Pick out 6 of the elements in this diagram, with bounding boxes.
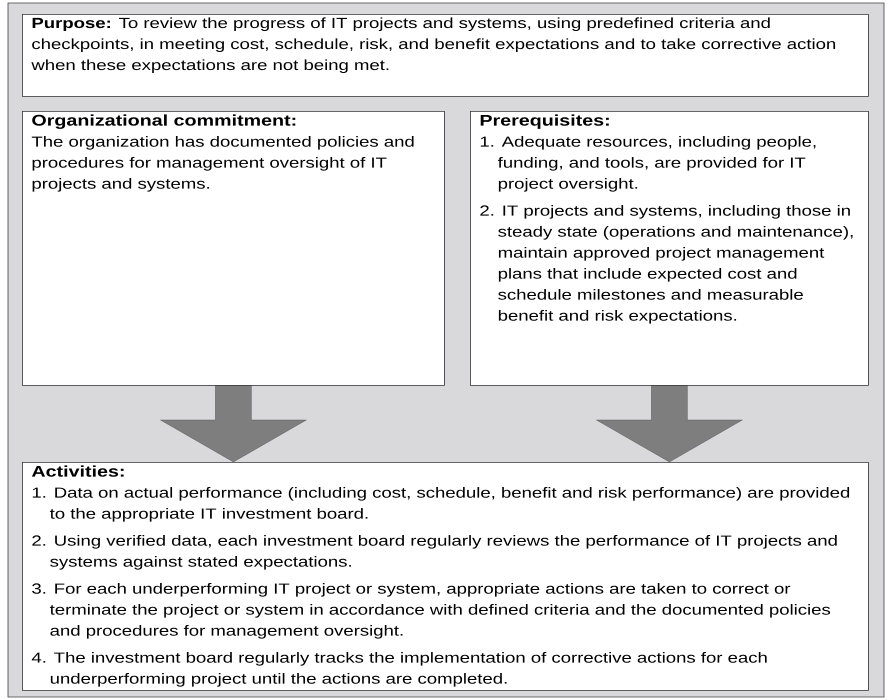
- commitment-box: Organizational commitment: The organization has documented policies and procedures for management oversight of IT projects and systems.: [22, 111, 445, 386]
- purpose-box: Purpose: To review the progress of IT projects and systems, using predefined criteria and checkpoints, in meeting cost, schedule, risk, and benefit expectations and to take corrective action when these expectations are not being met.: [22, 14, 869, 97]
- block-arrow: [596, 386, 743, 462]
- activities-box: Activities: 1. Data on actual performance (including cost, schedule, benefit and risk performance) are provided to the appropriate IT investment board. 2. Using verified data, each investment board regularly reviews the performance of IT projects and systems against stated expectations. 3. For each underperforming IT project or system, appropriate actions are taken to correct or terminate the project or system in accordance with defined criteria and the documented policies and procedures for management oversight. 4. The investment board regularly tracks the implementation of corrective actions for each underperforming project until the actions are completed.: [22, 462, 869, 691]
- block-arrow: [160, 386, 307, 462]
- prerequisites-box: Prerequisites: 1. Adequate resources, including people, funding, and tools, are provided for IT project oversight. 2. IT projects and systems, including those in steady state (operations and maintenance), maintain approved project management plans that include expected cost and schedule milestones and measurable benefit and risk expectations.: [470, 111, 869, 386]
